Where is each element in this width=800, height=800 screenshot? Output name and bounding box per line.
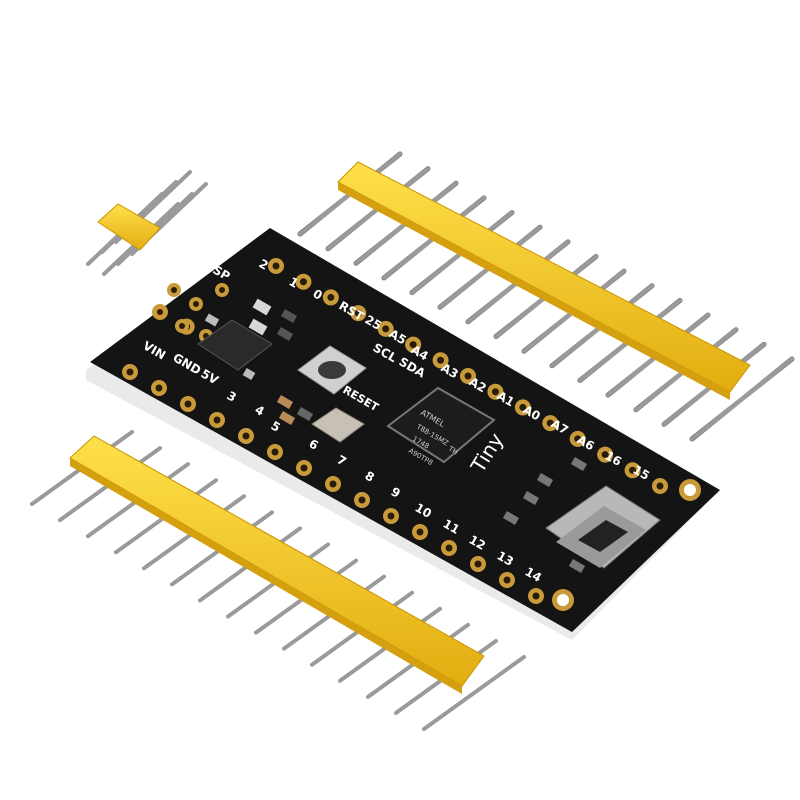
pad-hole xyxy=(213,416,221,424)
reset-button xyxy=(297,345,367,395)
pad-hole xyxy=(474,560,482,568)
header-bar-side xyxy=(70,458,462,694)
pad-hole xyxy=(184,400,192,408)
pad-hole xyxy=(445,544,453,552)
micro-usb-port xyxy=(545,485,661,569)
header-pin xyxy=(422,655,526,731)
pin-header-small xyxy=(86,170,208,276)
pad-hole xyxy=(329,480,337,488)
pad-hole xyxy=(354,309,362,317)
pad-hole xyxy=(464,372,472,380)
pad-hole xyxy=(299,278,307,286)
pad-hole xyxy=(629,466,637,474)
pin-header-right xyxy=(297,151,795,442)
pad-hole xyxy=(219,287,225,293)
pad-hole xyxy=(157,309,163,315)
pad-hole xyxy=(546,419,554,427)
pad-hole xyxy=(387,512,395,520)
pad-hole xyxy=(409,341,417,349)
pad-hole xyxy=(193,301,199,307)
pad-hole xyxy=(503,576,511,584)
pad-hole xyxy=(272,262,280,270)
pad-hole xyxy=(519,403,527,411)
header-bar xyxy=(97,203,161,251)
pad-hole xyxy=(271,448,279,456)
header-bar xyxy=(69,435,485,687)
pin-header-left xyxy=(30,430,526,731)
pad-hole xyxy=(126,368,134,376)
mount-hole-center xyxy=(557,594,569,606)
voltage-regulator xyxy=(197,313,273,380)
pad-hole xyxy=(532,592,540,600)
header-pin xyxy=(690,357,794,441)
pad-hole xyxy=(300,464,308,472)
pad-hole xyxy=(327,293,335,301)
pcb-board: ATMEL T88-15MZ 1748 TH A90TP8 ISP 2 1 0 … xyxy=(86,228,720,640)
crystal xyxy=(311,407,365,443)
mount-hole-center xyxy=(684,484,696,496)
pad-hole xyxy=(358,496,366,504)
pad-hole xyxy=(416,528,424,536)
pad-hole xyxy=(574,435,582,443)
pad-hole xyxy=(242,432,250,440)
pad-hole xyxy=(179,323,185,329)
pad-hole xyxy=(171,287,177,293)
pad-hole xyxy=(491,388,499,396)
header-bar-side xyxy=(338,182,730,400)
mcu-chip: ATMEL T88-15MZ 1748 TH A90TP8 xyxy=(386,386,496,467)
pad-hole xyxy=(656,482,664,490)
pads xyxy=(122,258,668,604)
pad-hole xyxy=(437,356,445,364)
smd-parts xyxy=(276,395,588,573)
pad-hole xyxy=(601,451,609,459)
pad-hole xyxy=(155,384,163,392)
pad-hole xyxy=(382,325,390,333)
led-pair xyxy=(248,298,298,341)
